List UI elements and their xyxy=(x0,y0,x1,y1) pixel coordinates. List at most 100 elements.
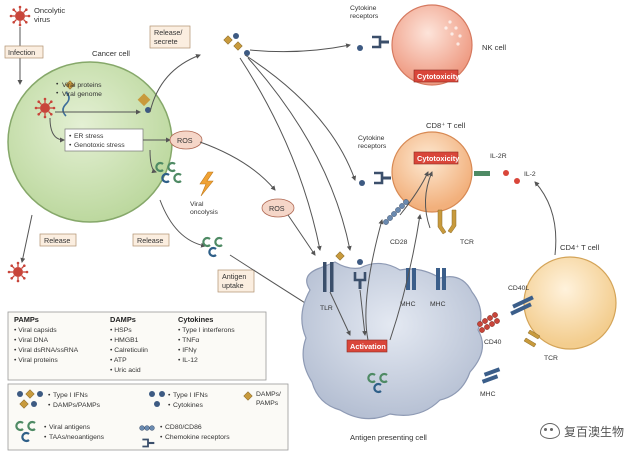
key-type1-ifn: Type I IFNs xyxy=(53,392,88,399)
viral-proteins-label: Viral proteins xyxy=(62,82,102,89)
legend-item: • Viral DNA xyxy=(14,337,48,344)
legend-item: • IFNγ xyxy=(178,347,197,354)
antigen-cc-2 xyxy=(167,161,177,173)
cd8-t-cell-label: CD8⁺ T cell xyxy=(426,121,465,130)
key-bullet-3: • xyxy=(168,392,171,399)
genotoxic-stress-label: Genotoxic stress xyxy=(74,142,125,149)
legend-item: • ATP xyxy=(110,357,127,364)
cytotoxicity-nk-label: Cytotoxicity xyxy=(417,72,460,81)
bullet-2: • xyxy=(56,90,59,97)
legend-item: • Viral dsRNA/ssRNA xyxy=(14,347,79,354)
cd40l-label: CD40L xyxy=(508,285,529,292)
viral-oncolysis-label-1: Viral xyxy=(190,201,204,208)
antigen-rel-1 xyxy=(202,236,212,248)
dot-r-1 xyxy=(233,33,239,39)
nk-cytokine-dot xyxy=(357,45,363,51)
key-bullet-7: • xyxy=(160,424,163,431)
legend-item: • Viral proteins xyxy=(14,357,58,364)
key-dot-5 xyxy=(159,391,165,397)
antigen-rel-3 xyxy=(208,246,218,258)
infection-label: Infection xyxy=(8,48,35,57)
legend-heading-0: PAMPs xyxy=(14,315,39,324)
tcr-cd4-label: TCR xyxy=(544,355,558,362)
cyt-rec-mid-1: Cytokine xyxy=(358,135,385,142)
apc-dot xyxy=(357,259,363,265)
bullet-4: • xyxy=(69,142,72,149)
tlr-icon xyxy=(323,262,334,292)
legend-categories-box xyxy=(7,311,267,381)
legend-item: • Uric acid xyxy=(110,367,141,374)
cyt-rec-top-1: Cytokine xyxy=(350,5,377,12)
key-dot-6 xyxy=(154,401,160,407)
release-secrete-label-1: Release/ xyxy=(154,28,182,37)
viral-genome-label: Viral genome xyxy=(62,91,102,98)
tlr-label: TLR xyxy=(320,305,333,312)
legend-heading-2: Cytokines xyxy=(178,315,213,324)
intracellular-virus-icon xyxy=(34,97,56,119)
il2-label: IL-2 xyxy=(524,171,536,178)
key-dot-2 xyxy=(37,391,43,397)
cytotoxicity-cd8-label: Cytotoxicity xyxy=(417,154,460,163)
damp-r-2 xyxy=(233,41,243,51)
apc-label: Antigen presenting cell xyxy=(350,433,427,442)
released-virus-icon xyxy=(7,261,29,283)
key-bullet-1: • xyxy=(48,392,51,399)
antigen-cc-4 xyxy=(173,172,183,184)
mhc-icon-3 xyxy=(481,367,501,384)
antigen-rel-2 xyxy=(214,236,224,248)
viral-oncolysis-label-2: oncolysis xyxy=(190,209,219,216)
mhc-1-label: MHC xyxy=(400,301,416,308)
key-damps-pamps-2-2: PAMPs xyxy=(256,400,279,407)
key-viral-antigens: Viral antigens xyxy=(49,424,91,431)
cd8-cytokine-dot xyxy=(359,180,365,186)
activation-label: Activation xyxy=(350,342,386,351)
legend-item: • TNFα xyxy=(178,337,199,344)
lightning-icon xyxy=(199,171,214,197)
key-dot-4 xyxy=(149,391,155,397)
release-secrete-label-2: secrete xyxy=(154,37,178,46)
key-dot-1 xyxy=(17,391,23,397)
legend-item: • IL-12 xyxy=(178,357,198,364)
bullet-3: • xyxy=(69,133,72,140)
nk-cell-label: NK cell xyxy=(482,43,506,52)
key-dot-3 xyxy=(31,401,37,407)
ros-oval-2 xyxy=(261,198,295,218)
oncolytic-virus-label-2: virus xyxy=(34,15,50,24)
apc-damp xyxy=(335,251,345,261)
mhc-icon-1 xyxy=(406,268,416,290)
watermark-text: 复百澳生物 xyxy=(564,424,625,439)
legend-item: • Type I interferons xyxy=(178,327,235,334)
cd28-label: CD28 xyxy=(390,239,408,246)
tcr-cd8-icon xyxy=(437,209,457,235)
nk-cytokine-receptor-icon xyxy=(370,35,391,49)
key-bullet-4: • xyxy=(168,402,171,409)
tcr-cd8-label: TCR xyxy=(460,239,474,246)
cyt-rec-mid-2: receptors xyxy=(358,143,387,150)
mhc-3-label: MHC xyxy=(480,391,496,398)
legend-item: • Viral capsids xyxy=(14,327,57,334)
key-cd80-icon xyxy=(139,425,155,431)
damp-r-1 xyxy=(223,35,233,45)
key-chemokine: Chemokine receptors xyxy=(165,434,230,441)
tcr-cd4-icon xyxy=(523,329,541,348)
release-mid-label: Release xyxy=(137,236,163,245)
mhc-2-label: MHC xyxy=(430,301,446,308)
oncolytic-virus-icon xyxy=(9,5,31,27)
key-bullet-8: • xyxy=(160,434,163,441)
il2r-label: IL-2R xyxy=(490,153,507,160)
ros-label-1: ROS xyxy=(177,136,193,145)
key-bullet-5: • xyxy=(44,424,47,431)
legend-item: • Calreticulin xyxy=(110,347,148,354)
wechat-icon xyxy=(540,423,560,439)
cd40l-icon xyxy=(510,295,534,316)
cd40-icon xyxy=(477,312,500,333)
legend-item: • HSPs xyxy=(110,327,132,334)
oncolytic-virus-label-1: Oncolytic xyxy=(34,6,65,15)
key-cd80: CD80/CD86 xyxy=(165,424,202,431)
cancer-cell-label: Cancer cell xyxy=(92,49,130,58)
key-cytokines: Cytokines xyxy=(173,402,203,409)
key-damps-pamps-2-1: DAMPs/ xyxy=(256,391,281,398)
er-stress-label: ER stress xyxy=(74,133,104,140)
legend-heading-1: DAMPs xyxy=(110,315,136,324)
